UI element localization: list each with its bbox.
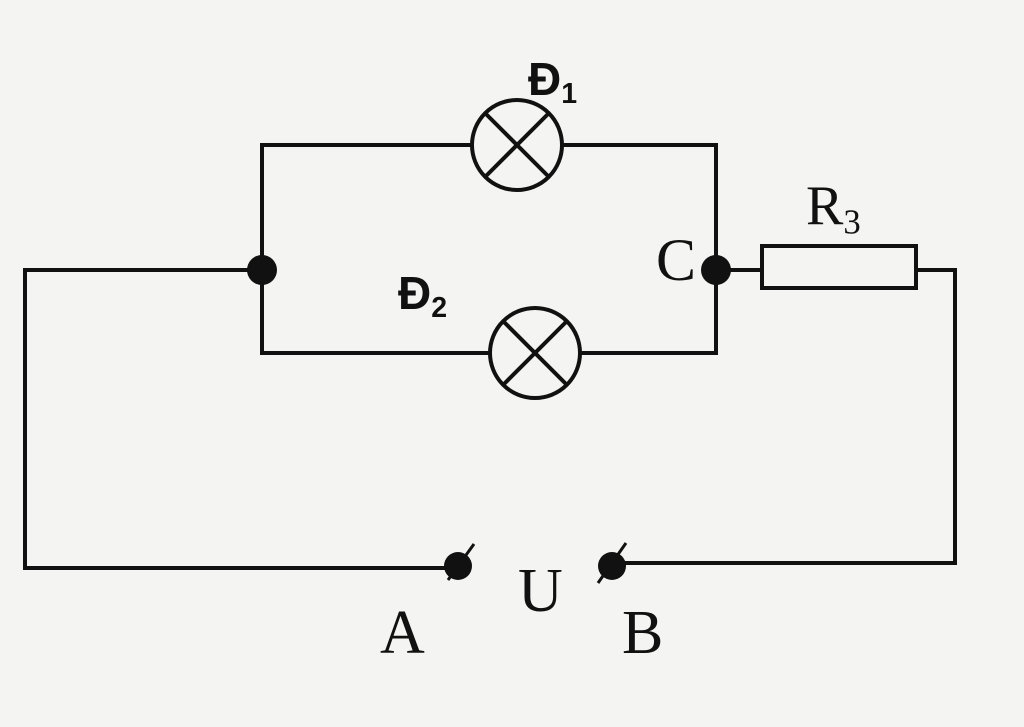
label-voltage-u: U	[518, 557, 563, 625]
label-d1: Đ1	[528, 53, 578, 110]
lamp-d2	[488, 306, 582, 400]
junction-c	[701, 255, 731, 285]
terminal-a	[444, 543, 476, 581]
wire-left-outer	[23, 268, 460, 570]
junction-left	[247, 255, 277, 285]
label-terminal-b: B	[622, 599, 664, 667]
label-d2: Đ2	[398, 267, 448, 324]
lamp-d1	[470, 98, 564, 192]
label-node-c: C	[656, 227, 697, 293]
wire-top-branch	[260, 143, 718, 272]
wire-bottom-branch	[260, 268, 718, 355]
terminal-b	[596, 542, 628, 584]
resistor-r3	[760, 244, 918, 290]
label-r3: R3	[806, 175, 861, 242]
label-terminal-a: A	[380, 599, 425, 667]
wire-right-outer	[610, 268, 957, 565]
